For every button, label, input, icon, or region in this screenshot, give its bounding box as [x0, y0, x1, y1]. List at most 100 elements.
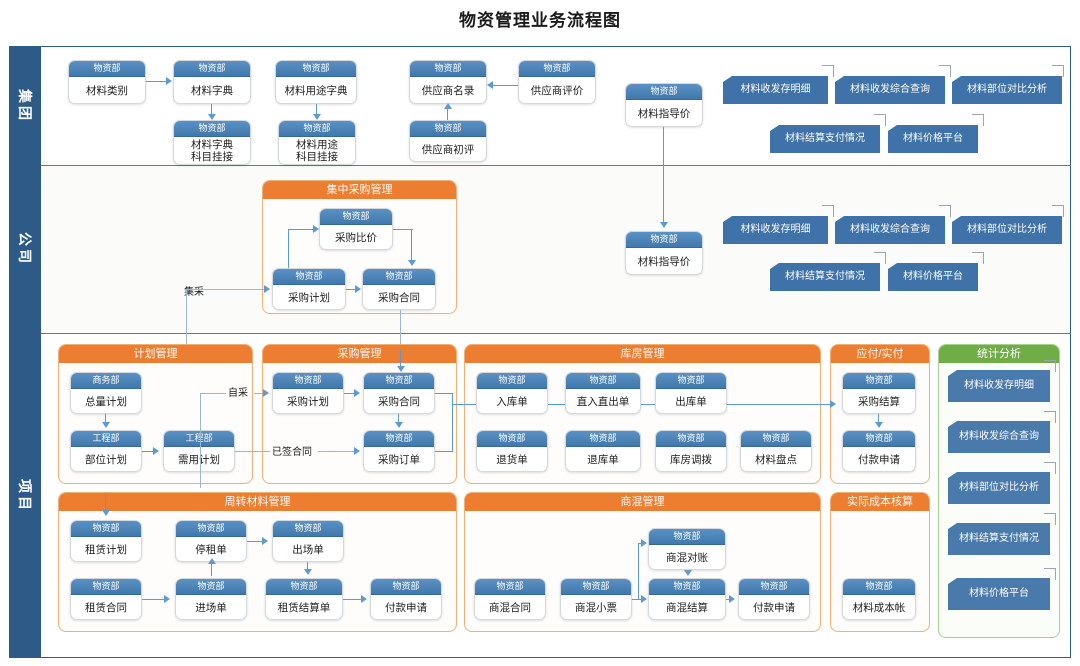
node-pa1[interactable]: 物资部 采购结算 — [842, 372, 916, 414]
edge-g1-g2 — [146, 81, 168, 83]
node-st6[interactable]: 物资部 库房调拨 — [655, 430, 727, 472]
panel-title: 实际成本核算 — [831, 493, 929, 511]
node-st5[interactable]: 物资部 退库单 — [565, 430, 641, 472]
node-pa2[interactable]: 物资部 付款申请 — [842, 430, 916, 472]
node-c3[interactable]: 物资部 采购合同 — [362, 268, 436, 310]
node-tn3[interactable]: 物资部 出场单 — [272, 520, 344, 562]
node-st3[interactable]: 物资部 出库单 — [655, 372, 727, 414]
panel-title: 采购管理 — [263, 345, 456, 363]
node-g7[interactable]: 物资部 材料字典 科目挂接 — [173, 120, 251, 165]
node-pl1[interactable]: 商务部 总量计划 — [70, 372, 142, 414]
node-title: 材料指导价 — [637, 107, 691, 120]
report-cr3[interactable]: 材料部位对比分析 — [952, 216, 1062, 244]
report-gr1[interactable]: 材料收发存明细 — [723, 76, 828, 104]
node-pu1[interactable]: 物资部 采购计划 — [272, 372, 344, 414]
node-cn4[interactable]: 物资部 商混结算 — [648, 578, 726, 620]
node-st1[interactable]: 物资部 入库单 — [476, 372, 548, 414]
edge-into-tn1 — [105, 494, 107, 512]
report-bracket — [1052, 205, 1064, 217]
panel-title: 计划管理 — [59, 345, 252, 363]
report-cr2[interactable]: 材料收发综合查询 — [835, 216, 945, 244]
node-tn6[interactable]: 物资部 租赁结算单 — [265, 578, 343, 620]
node-g9[interactable]: 物资部 供应商初评 — [409, 120, 487, 162]
node-title: 采购合同 — [378, 291, 420, 304]
node-dept: 物资部 — [273, 269, 345, 285]
node-title: 出场单 — [292, 543, 324, 556]
node-g2[interactable]: 物资部 材料字典 — [173, 60, 251, 104]
report-sr1[interactable]: 材料收发存明细 — [948, 370, 1050, 402]
panel-title: 应付/实付 — [831, 345, 929, 363]
edge-arrow — [153, 447, 159, 455]
report-sr5[interactable]: 材料价格平台 — [948, 578, 1050, 610]
edge-company-to-pu2 — [400, 350, 402, 370]
node-title: 付款申请 — [858, 453, 900, 466]
node-title: 商混对账 — [666, 551, 708, 564]
node-tn2[interactable]: 物资部 停租单 — [175, 520, 247, 562]
node-st2[interactable]: 物资部 直入直出单 — [565, 372, 641, 414]
node-st4[interactable]: 物资部 退货单 — [476, 430, 548, 472]
edge-arrow — [641, 595, 647, 603]
edge-pu2-pu3 — [398, 414, 400, 424]
node-g6[interactable]: 物资部 材料指导价 — [625, 83, 703, 127]
node-dept: 物资部 — [843, 431, 915, 447]
report-gr5[interactable]: 材料价格平台 — [888, 125, 978, 153]
node-cn1[interactable]: 物资部 商混对账 — [648, 528, 726, 570]
node-tn1[interactable]: 物资部 租赁计划 — [70, 520, 142, 562]
edge-to-settlement — [452, 404, 832, 406]
node-pl2[interactable]: 工程部 部位计划 — [70, 430, 142, 472]
node-g5[interactable]: 物资部 供应商评价 — [518, 60, 596, 104]
report-gr2[interactable]: 材料收发综合查询 — [835, 76, 945, 104]
panel-title: 集中采购管理 — [263, 181, 456, 199]
node-dept: 物资部 — [739, 579, 809, 595]
node-tn7[interactable]: 物资部 付款申请 — [370, 578, 442, 620]
report-sr3[interactable]: 材料部位对比分析 — [948, 472, 1050, 504]
report-sr2[interactable]: 材料收发综合查询 — [948, 421, 1050, 453]
node-dept: 物资部 — [626, 84, 702, 100]
node-tn4[interactable]: 物资部 租赁合同 — [70, 578, 142, 620]
edge-tn6-tn7 — [343, 599, 363, 601]
edge-arrow — [729, 595, 735, 603]
node-title: 采购结算 — [858, 395, 900, 408]
edge-c2-c3 — [346, 289, 358, 291]
node-c2[interactable]: 物资部 采购计划 — [272, 268, 346, 310]
report-cr1[interactable]: 材料收发存明细 — [723, 216, 828, 244]
node-g8[interactable]: 物资部 材料用途 科目挂接 — [278, 120, 356, 165]
edge-pu3-right — [435, 451, 453, 453]
node-st7[interactable]: 物资部 材料盘点 — [740, 430, 812, 472]
report-cr5[interactable]: 材料价格平台 — [888, 263, 978, 291]
report-gr3[interactable]: 材料部位对比分析 — [952, 76, 1062, 104]
report-bracket — [972, 252, 984, 264]
node-c4[interactable]: 物资部 材料指导价 — [625, 231, 703, 275]
node-dept: 物资部 — [656, 431, 726, 447]
report-bracket — [1044, 360, 1056, 372]
edge-arrow — [361, 595, 367, 603]
node-pl3[interactable]: 工程部 需用计划 — [163, 430, 235, 472]
node-title: 租赁计划 — [85, 543, 127, 556]
node-tn5[interactable]: 物资部 进场单 — [175, 578, 247, 620]
report-sr4[interactable]: 材料结算支付情况 — [948, 523, 1050, 555]
report-bracket — [1044, 462, 1056, 474]
node-cn2[interactable]: 物资部 商混合同 — [474, 578, 546, 620]
report-gr4[interactable]: 材料结算支付情况 — [770, 125, 880, 153]
node-pu3[interactable]: 物资部 采购订单 — [363, 430, 435, 472]
node-dept: 物资部 — [364, 373, 434, 389]
edge-tn4-tn5 — [142, 599, 167, 601]
node-c1[interactable]: 物资部 采购比价 — [319, 208, 393, 250]
edge-cn-riser — [638, 543, 640, 599]
edge-label-jicai: 集采 — [184, 287, 204, 298]
edge-arrow — [354, 389, 360, 397]
node-cn3[interactable]: 物资部 商混小票 — [560, 578, 632, 620]
report-cr4[interactable]: 材料结算支付情况 — [770, 263, 880, 291]
node-cn5[interactable]: 物资部 付款申请 — [738, 578, 810, 620]
node-dept: 物资部 — [477, 431, 547, 447]
node-pu2[interactable]: 物资部 采购合同 — [363, 372, 435, 414]
panel-title: 库房管理 — [465, 345, 820, 363]
node-g1[interactable]: 物资部 材料类别 — [68, 60, 146, 104]
node-g3[interactable]: 物资部 材料用途字典 — [275, 60, 357, 104]
node-title: 进场单 — [195, 601, 227, 614]
node-co1[interactable]: 物资部 材料成本帐 — [842, 578, 916, 620]
lane-divider-1 — [41, 165, 1071, 166]
node-dept: 物资部 — [649, 529, 725, 545]
node-g4[interactable]: 物资部 供应商名录 — [409, 60, 487, 104]
edge-label-zicai: 自采 — [228, 388, 248, 399]
